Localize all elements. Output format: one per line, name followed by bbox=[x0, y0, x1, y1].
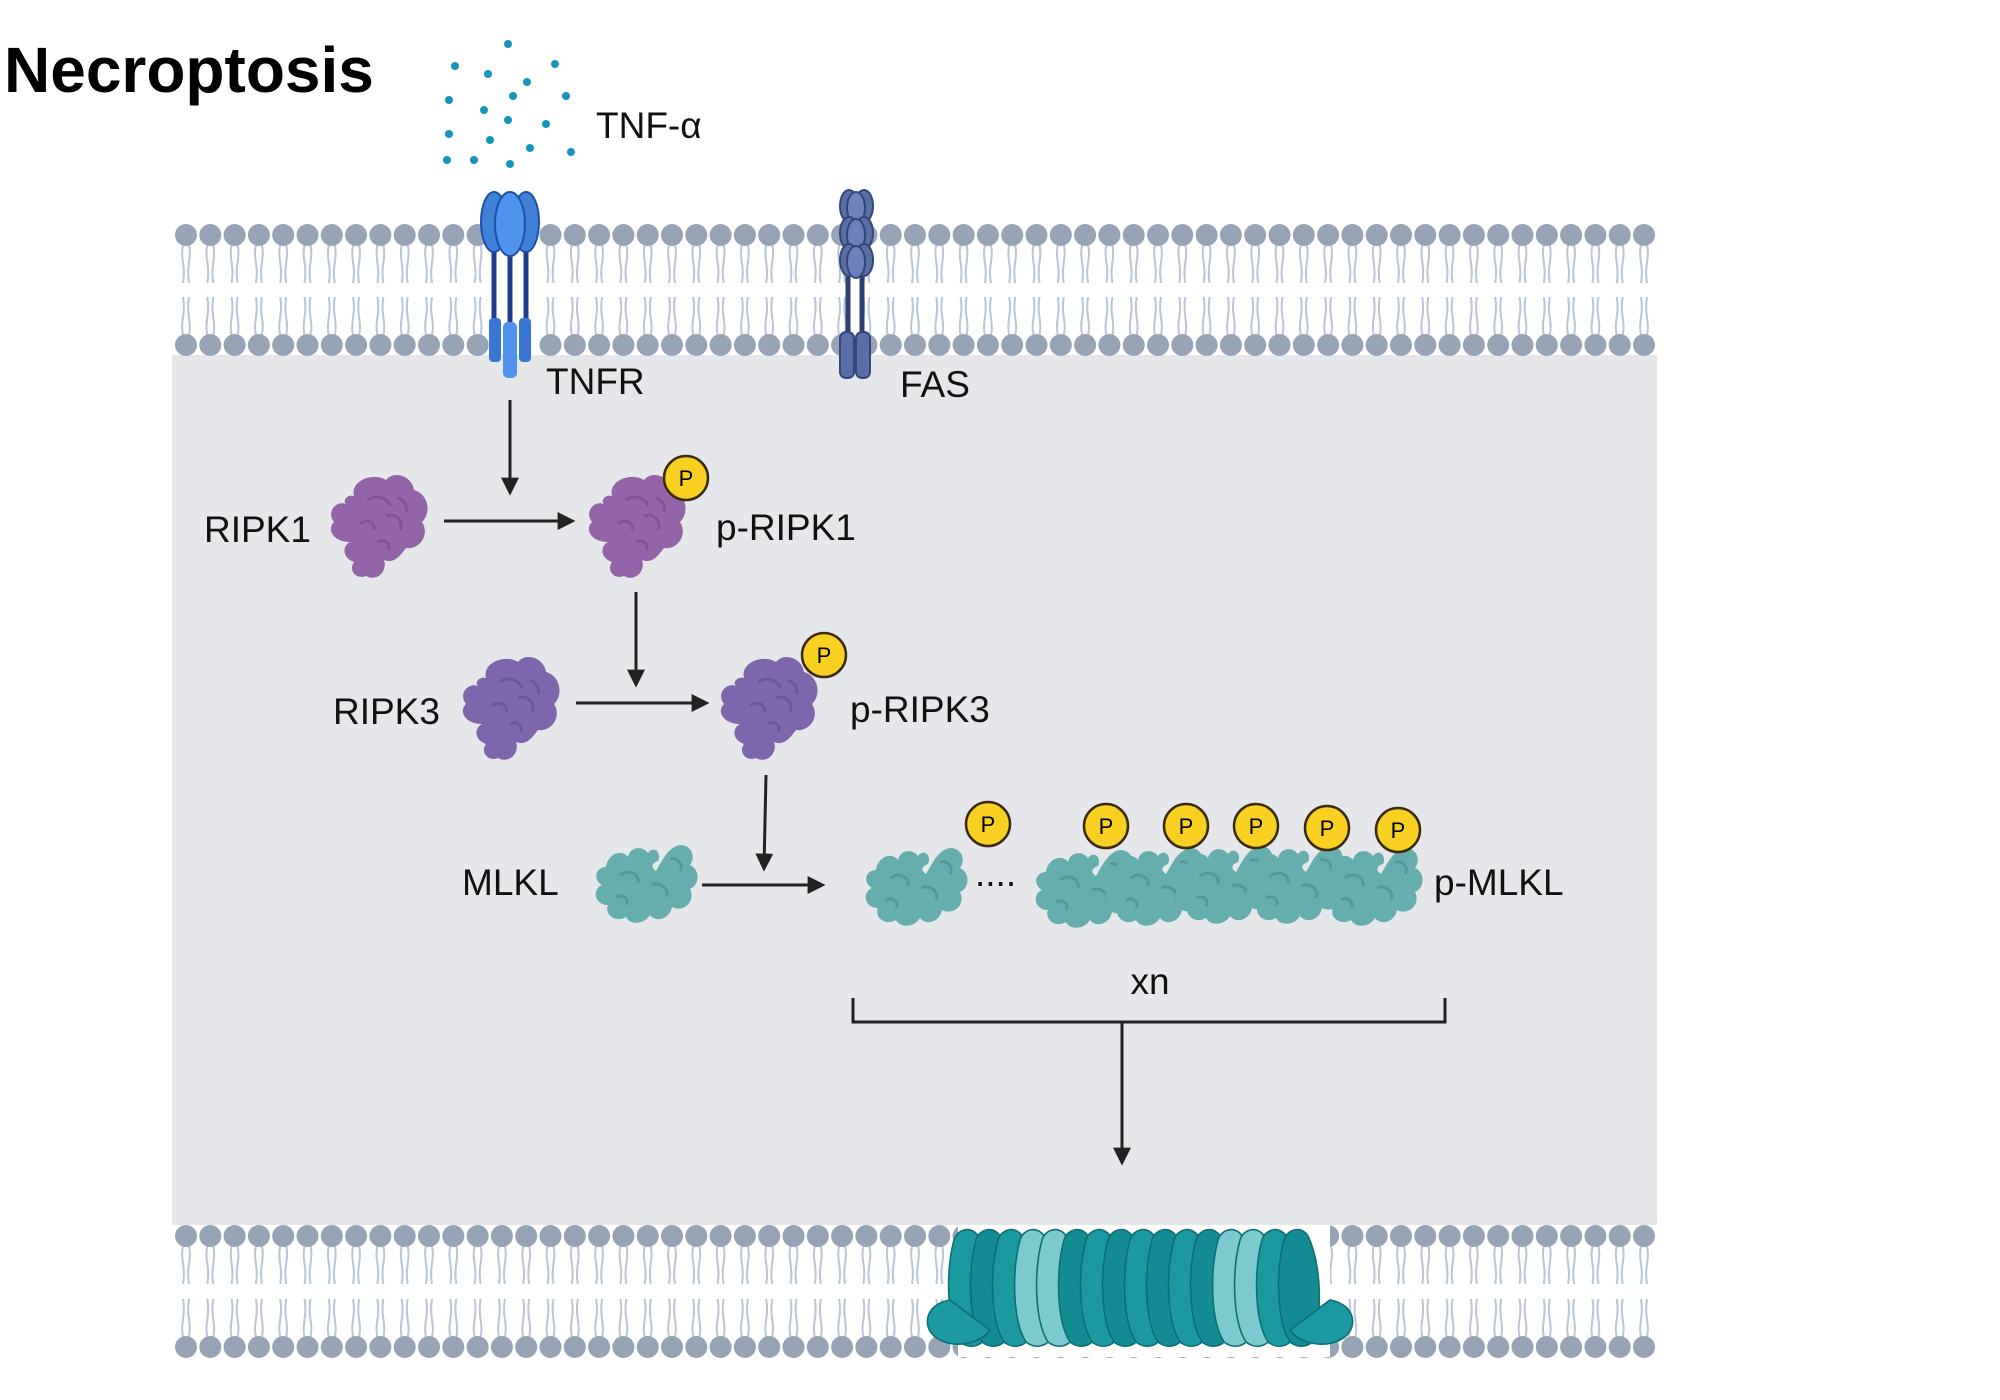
oligomer-ellipsis: .... bbox=[975, 853, 1016, 894]
svg-text:P: P bbox=[1391, 818, 1406, 843]
oligomer-bracket bbox=[851, 998, 1447, 1024]
svg-text:P: P bbox=[1099, 814, 1114, 839]
mlkl-label: MLKL bbox=[462, 862, 559, 903]
p-ripk3-phospho-badge: P bbox=[800, 631, 848, 679]
ripk3-label: RIPK3 bbox=[333, 691, 440, 732]
tnf-alpha-ligand bbox=[443, 40, 575, 168]
multiplier-label: xn bbox=[1130, 961, 1169, 1002]
tnfr-label: TNFR bbox=[546, 361, 645, 402]
tnf-alpha-label: TNF-α bbox=[596, 105, 702, 146]
ripk1-label: RIPK1 bbox=[204, 509, 311, 550]
p-mlkl-label: p-MLKL bbox=[1434, 862, 1564, 903]
fas-receptor bbox=[839, 189, 874, 379]
p-ripk3-label: p-RIPK3 bbox=[850, 689, 990, 730]
mlkl-membrane-pore bbox=[926, 1225, 1354, 1357]
p-ripk1-label: p-RIPK1 bbox=[716, 507, 856, 548]
plasma-membrane-top bbox=[175, 224, 1655, 356]
p-mlkl-phospho-badge: P bbox=[964, 800, 1012, 848]
p-mlkl-oligomer: P P P P P bbox=[1034, 802, 1424, 930]
svg-text:P: P bbox=[1249, 814, 1264, 839]
arrow-p-ripk3-to-p-mlkl bbox=[755, 774, 774, 872]
svg-text:P: P bbox=[981, 812, 996, 837]
figure-title: Necroptosis bbox=[4, 34, 374, 106]
svg-text:P: P bbox=[1320, 816, 1335, 841]
fas-label: FAS bbox=[900, 364, 970, 405]
svg-text:P: P bbox=[1179, 814, 1194, 839]
tnfr-receptor bbox=[480, 191, 540, 378]
plasma-membrane-bottom bbox=[175, 1225, 1655, 1358]
p-ripk1-phospho-badge: P bbox=[662, 454, 710, 502]
svg-text:P: P bbox=[817, 643, 832, 668]
svg-text:P: P bbox=[679, 466, 694, 491]
